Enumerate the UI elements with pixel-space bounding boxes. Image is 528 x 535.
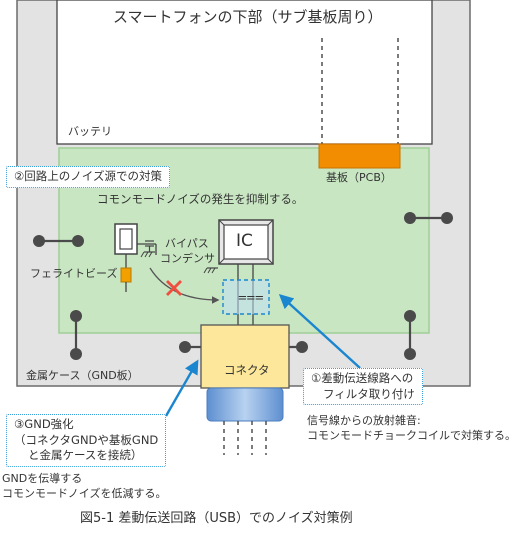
connector-body xyxy=(200,324,290,389)
bypass-label-line1: バイパス xyxy=(165,237,209,250)
ferrite-label: フェライトビーズ xyxy=(30,267,118,280)
case-label: 金属ケース（GND板） xyxy=(26,369,139,382)
callout-gnd: ③GND強化 （コネクタGNDや基板GND と金属ケースを接続） xyxy=(6,414,167,467)
figure-caption: 図5-1 差動伝送回路（USB）でのノイズ対策例 xyxy=(80,511,353,526)
ic-chip xyxy=(218,219,274,265)
gnd-screw-left-lower xyxy=(70,310,82,360)
callout-filter-line2: フィルタ取り付け xyxy=(323,386,415,401)
callout-gnd-line3: と金属ケースを接続） xyxy=(28,448,143,463)
pcb-tab xyxy=(318,143,401,169)
filter-pointer-arrow xyxy=(278,294,361,369)
gnd-note-line1: GNDを伝導する xyxy=(2,472,83,485)
gnd-screw-right-lower xyxy=(404,310,416,360)
choke-symbol: ⩶ xyxy=(238,287,264,305)
battery-area xyxy=(56,0,433,145)
gnd-pointer-arrow xyxy=(164,359,199,417)
filter-note-line1: 信号線からの放射雑音: xyxy=(307,414,421,427)
filter-note-line2: コモンモードチョークコイルで対策する。 xyxy=(307,429,516,442)
ic-ground-symbol xyxy=(203,267,218,274)
battery-label: バッテリ xyxy=(68,125,112,138)
pcb-label: 基板（PCB） xyxy=(326,171,392,184)
filter-highlight-box xyxy=(222,279,270,315)
usb-cable xyxy=(206,387,284,455)
callout-gnd-line2: （コネクタGNDや基板GND xyxy=(14,432,159,447)
callout-filter: ①差動伝送線路への フィルタ取り付け xyxy=(303,368,423,406)
diagram-title: スマートフォンの下部（サブ基板周り） xyxy=(113,8,383,26)
bypass-capacitor xyxy=(140,240,155,258)
callout-filter-line1: ①差動伝送線路への xyxy=(311,371,414,385)
bypass-label-line2: コンデンサ xyxy=(160,252,215,265)
callout-gnd-line1: ③GND強化 xyxy=(14,417,74,431)
callout-noise-source: ②回路上のノイズ源での対策 xyxy=(6,166,170,188)
connector-label: コネクタ xyxy=(224,363,270,377)
ferrite-component xyxy=(114,223,157,292)
common-mode-note: コモンモードノイズの発生を抑制する。 xyxy=(97,192,304,206)
gnd-note-line2: コモンモードノイズを低減する。 xyxy=(2,487,167,500)
ic-label: IC xyxy=(236,231,253,251)
gnd-screw-left-upper xyxy=(33,235,84,247)
blocked-x-mark xyxy=(166,280,182,296)
gnd-screw-right-upper xyxy=(404,212,453,224)
